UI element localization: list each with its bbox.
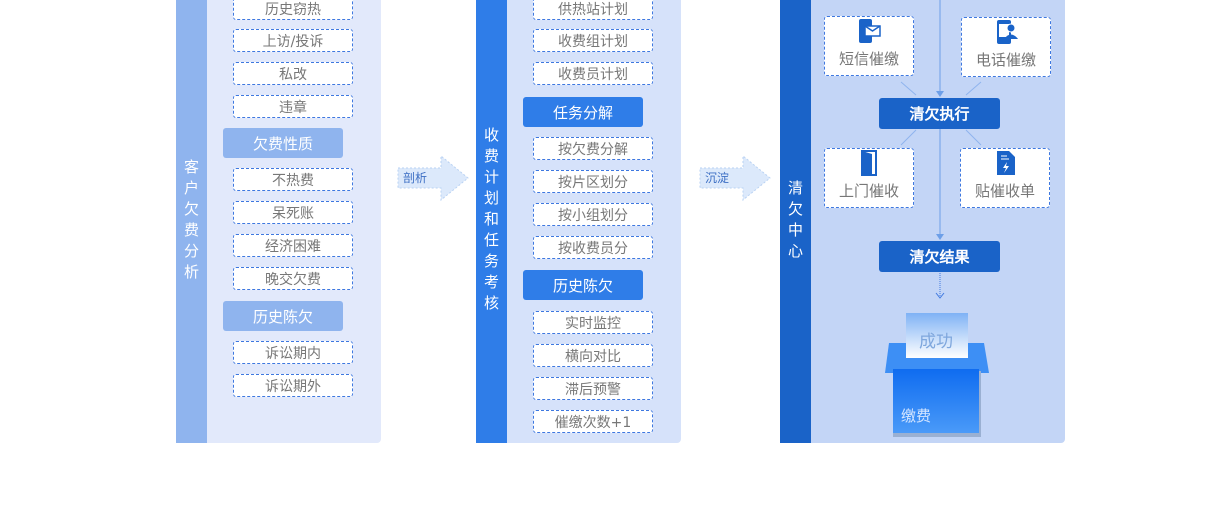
arrears-result-node: 清欠结果 xyxy=(879,241,1000,272)
list-item: 诉讼期外 xyxy=(233,374,353,397)
list-item: 私改 xyxy=(233,62,353,85)
list-item: 催缴次数+1 xyxy=(533,410,653,433)
card-label: 上门催收 xyxy=(838,182,899,200)
door-icon xyxy=(861,150,877,176)
door-collection-card: 上门催收 xyxy=(824,148,914,208)
phone-contact-icon xyxy=(997,20,1018,44)
customer-arrears-panel: 历史窃热 上访/投诉 私改 违章 欠费性质 不热费 呆死账 经济困难 晚交欠费 … xyxy=(207,0,381,443)
section-header: 任务分解 xyxy=(523,97,643,127)
notice-collection-card: 贴催收单 xyxy=(960,148,1050,208)
list-item: 经济困难 xyxy=(233,234,353,257)
card-label: 短信催缴 xyxy=(838,50,899,68)
list-item: 按收费员分 xyxy=(533,236,653,259)
section-header: 历史陈欠 xyxy=(523,270,643,300)
arrow-label: 剖析 xyxy=(403,171,428,185)
list-item: 呆死账 xyxy=(233,201,353,224)
box-illustration xyxy=(885,313,989,437)
list-item: 按欠费分解 xyxy=(533,137,653,160)
arrow-right-icon xyxy=(699,154,771,202)
arrow-label: 沉淀 xyxy=(705,171,730,185)
arrears-center-label: 清欠中心 xyxy=(780,0,811,443)
phone-collection-card: 电话催缴 xyxy=(961,17,1051,77)
bill-icon xyxy=(997,151,1015,175)
card-label: 贴催收单 xyxy=(974,182,1035,200)
list-item: 按小组划分 xyxy=(533,203,653,226)
list-item: 不热费 xyxy=(233,168,353,191)
list-item: 收费员计划 xyxy=(533,62,653,85)
section-header: 历史陈欠 xyxy=(223,301,343,331)
list-item: 实时监控 xyxy=(533,311,653,334)
list-item: 历史窃热 xyxy=(233,0,353,20)
payment-label: 缴费 xyxy=(901,407,932,425)
arrears-center-panel: 短信催缴 电话催缴 清欠执行 上门催收 贴催收单 清欠结果 成功 缴费 xyxy=(811,0,1065,443)
list-item: 违章 xyxy=(233,95,353,118)
sms-phone-icon xyxy=(859,19,881,43)
payment-box: 成功 缴费 xyxy=(883,313,991,439)
list-item: 横向对比 xyxy=(533,344,653,367)
charge-plan-label: 收费计划和任务考核 xyxy=(476,0,507,443)
charge-plan-panel: 供热站计划 收费组计划 收费员计划 任务分解 按欠费分解 按片区划分 按小组划分… xyxy=(507,0,681,443)
arrow-right-icon xyxy=(397,154,469,202)
card-label: 电话催缴 xyxy=(975,51,1036,69)
arrears-execution-node: 清欠执行 xyxy=(879,98,1000,129)
list-item: 按片区划分 xyxy=(533,170,653,193)
list-item: 收费组计划 xyxy=(533,29,653,52)
section-header: 欠费性质 xyxy=(223,128,343,158)
flow-lines xyxy=(900,0,982,299)
success-label: 成功 xyxy=(919,332,953,352)
flow-arrow: 剖析 xyxy=(397,154,469,202)
customer-arrears-analysis-label: 客户欠费分析 xyxy=(176,0,207,443)
sms-collection-card: 短信催缴 xyxy=(824,16,914,76)
list-item: 滞后预警 xyxy=(533,377,653,400)
list-item: 诉讼期内 xyxy=(233,341,353,364)
list-item: 供热站计划 xyxy=(533,0,653,20)
list-item: 晚交欠费 xyxy=(233,267,353,290)
flow-arrow: 沉淀 xyxy=(699,154,771,202)
list-item: 上访/投诉 xyxy=(233,29,353,52)
